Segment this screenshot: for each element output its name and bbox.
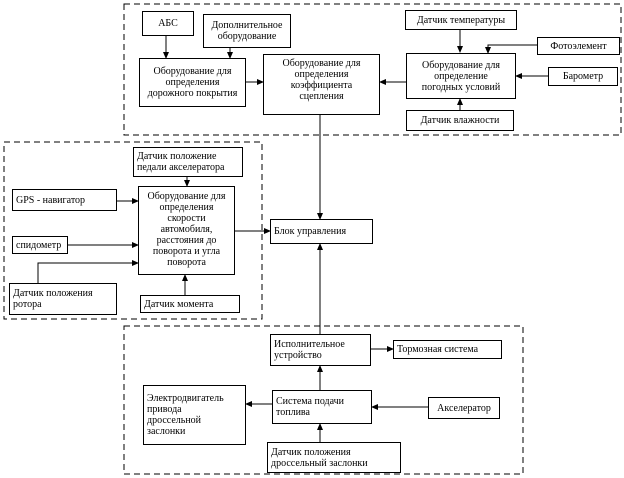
throttle-drive-motor-box: Электродвигатель привода дроссельной зас… <box>143 385 246 445</box>
accelerator-box: Акселератор <box>428 397 500 419</box>
temperature-sensor-label: Датчик температуры <box>416 14 506 26</box>
gps-navigator-box: GPS - навигатор <box>12 189 117 211</box>
barometer-label: Барометр <box>562 71 604 82</box>
torque-sensor-label: Датчик момента <box>144 298 214 310</box>
photo-element-box: Фотоэлемент <box>537 37 620 55</box>
top-group-frame <box>123 3 622 136</box>
bottom-group-frame <box>123 325 524 475</box>
weather-equipment-label: Оборудование для определение погодных ус… <box>421 59 501 93</box>
control-unit-label: Блок управления <box>274 226 347 237</box>
speedometer-box: спидометр <box>12 236 68 254</box>
extra-equipment-label: Дополнительное оборудование <box>211 20 283 42</box>
fuel-supply-system-box: Система подачи топлива <box>272 390 372 424</box>
barometer-box: Барометр <box>548 67 618 86</box>
extra-equipment-box: Дополнительное оборудование <box>203 14 291 48</box>
photo-element-label: Фотоэлемент <box>550 40 607 52</box>
throttle-position-sensor-label: Датчик положения дроссельный заслонки <box>271 446 368 469</box>
link-photo-to-weather <box>485 44 537 54</box>
gps-navigator-label: GPS - навигатор <box>16 194 86 206</box>
accel-pedal-sensor-box: Датчик положение педали акселератора <box>133 147 243 177</box>
control-unit-box: Блок управления <box>270 219 373 244</box>
actuator-box: Исполнительное устройство <box>270 334 371 366</box>
rotor-position-sensor-box: Датчик положения ротора <box>9 283 117 315</box>
road-surface-equipment-label: Оборудование для определения дорожного п… <box>147 66 238 99</box>
fuel-supply-system-label: Система подачи топлива <box>276 396 345 418</box>
actuator-label: Исполнительное устройство <box>274 339 345 361</box>
abs-box: АБС <box>142 11 194 36</box>
humidity-sensor-label: Датчик влажности <box>420 115 500 126</box>
road-surface-equipment-box: Оборудование для определения дорожного п… <box>139 58 246 107</box>
speed-equipment-label: Оборудование для определения скорости ав… <box>147 191 226 268</box>
link-rotor-to-speed <box>37 260 139 283</box>
left-group-frame <box>3 141 263 320</box>
accel-pedal-sensor-label: Датчик положение педали акселератора <box>137 151 225 173</box>
speedometer-label: спидометр <box>16 239 62 251</box>
speed-equipment-box: Оборудование для определения скорости ав… <box>138 186 235 275</box>
rotor-position-sensor-label: Датчик положения ротора <box>13 288 93 310</box>
adhesion-equipment-label: Оборудование для определения коэффициент… <box>282 58 361 102</box>
temperature-sensor-box: Датчик температуры <box>405 10 517 30</box>
brake-system-label: Тормозная система <box>397 344 479 355</box>
torque-sensor-box: Датчик момента <box>140 295 240 313</box>
weather-equipment-box: Оборудование для определение погодных ус… <box>406 53 516 99</box>
accelerator-label: Акселератор <box>437 402 491 414</box>
throttle-drive-motor-label: Электродвигатель привода дроссельной зас… <box>147 393 224 437</box>
throttle-position-sensor-box: Датчик положения дроссельный заслонки <box>267 442 401 473</box>
humidity-sensor-box: Датчик влажности <box>406 110 514 131</box>
abs-label: АБС <box>158 18 178 29</box>
brake-system-box: Тормозная система <box>393 340 502 359</box>
adhesion-equipment-box: Оборудование для определения коэффициент… <box>263 54 380 115</box>
